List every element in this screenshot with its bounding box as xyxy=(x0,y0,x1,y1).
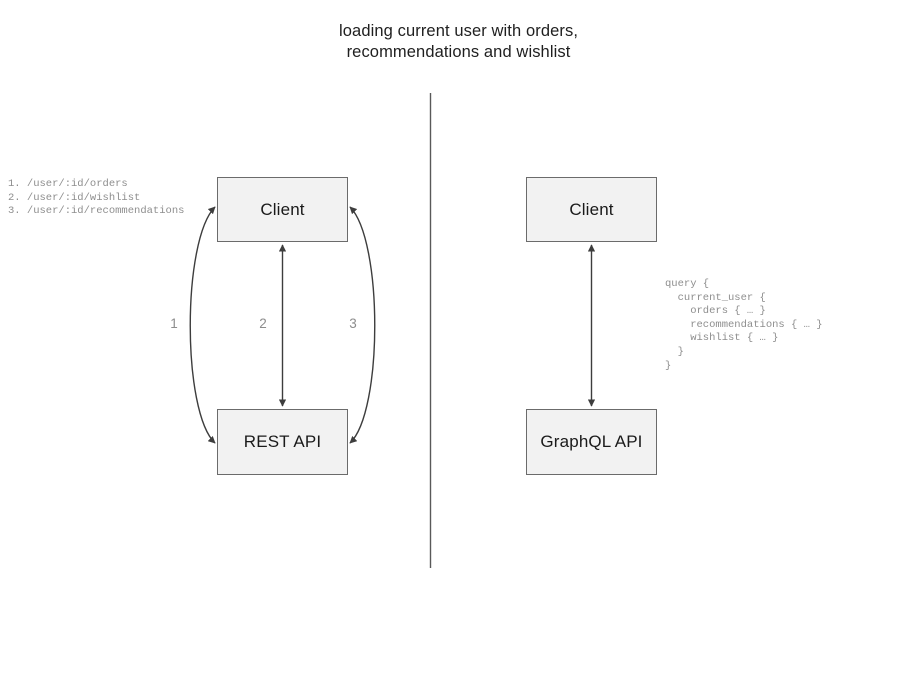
node-rest-api[interactable]: REST API xyxy=(217,409,348,475)
node-client-graphql-label: Client xyxy=(569,199,614,219)
graphql-query-snippet: query { current_user { orders { … } reco… xyxy=(665,278,823,372)
edge-label-3: 3 xyxy=(349,316,357,331)
node-graphql-api-label: GraphQL API xyxy=(540,432,643,451)
page-title: loading current user with orders, recomm… xyxy=(339,22,578,61)
node-rest-api-label: REST API xyxy=(243,432,322,451)
edge-rest-3 xyxy=(349,206,376,444)
edge-label-1: 1 xyxy=(170,316,178,331)
node-client-rest-label: Client xyxy=(260,199,305,219)
node-client-graphql[interactable]: Client xyxy=(526,177,657,242)
edge-label-2: 2 xyxy=(259,316,267,331)
node-client-rest[interactable]: Client xyxy=(217,177,348,242)
node-graphql-api[interactable]: GraphQL API xyxy=(526,409,657,475)
edge-rest-1 xyxy=(189,206,216,444)
rest-endpoint-list: 1. /user/:id/orders 2. /user/:id/wishlis… xyxy=(8,178,185,218)
